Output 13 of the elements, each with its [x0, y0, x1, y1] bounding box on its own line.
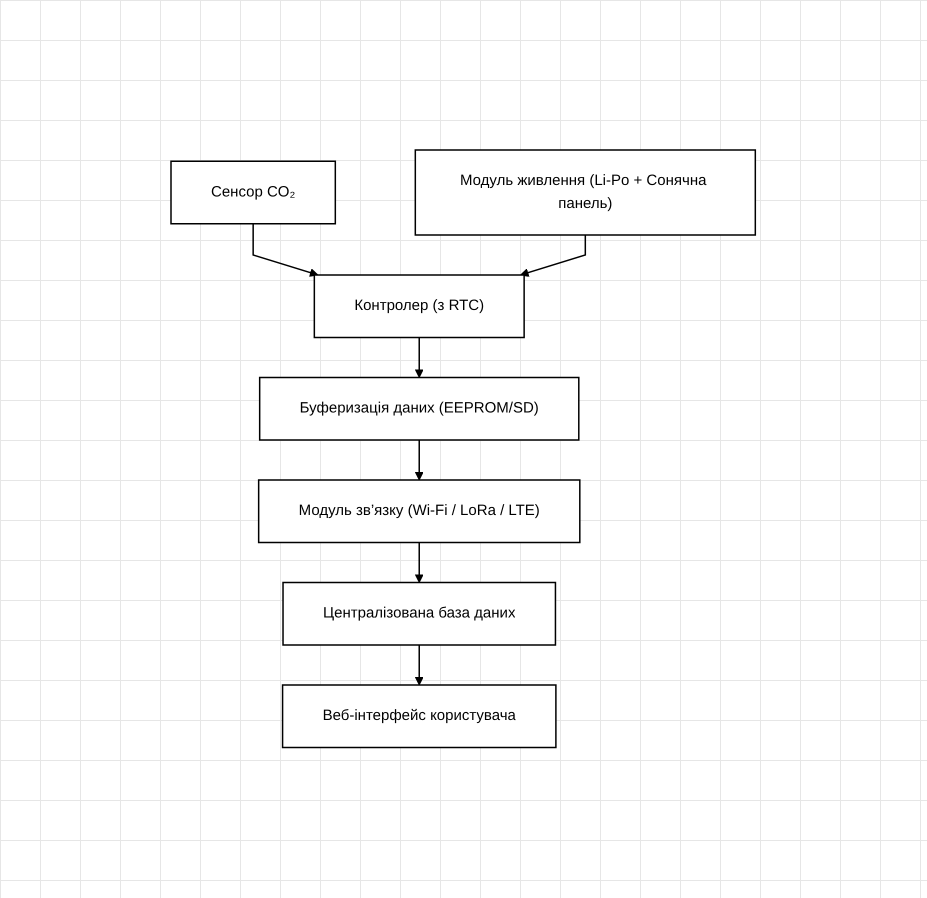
node-box: Сенсор CO₂: [170, 160, 336, 225]
node-box: Буферизація даних (EEPROM/SD): [259, 377, 580, 441]
node-box: Централізована база даних: [282, 582, 557, 646]
node-box: Модуль живлення (Li-Po + Сонячна панель): [414, 150, 756, 236]
arrow: [252, 224, 319, 278]
arrow: [415, 338, 424, 378]
arrow: [520, 235, 586, 278]
arrow: [415, 645, 424, 686]
arrow: [415, 440, 424, 481]
node-box: Контролер (з RTC): [314, 274, 526, 338]
arrow: [415, 542, 424, 584]
node-box: Веб-інтерфейс користувача: [282, 684, 557, 748]
node-box: Модуль зв’язку (Wi-Fi / LoRa / LTE): [258, 480, 581, 544]
